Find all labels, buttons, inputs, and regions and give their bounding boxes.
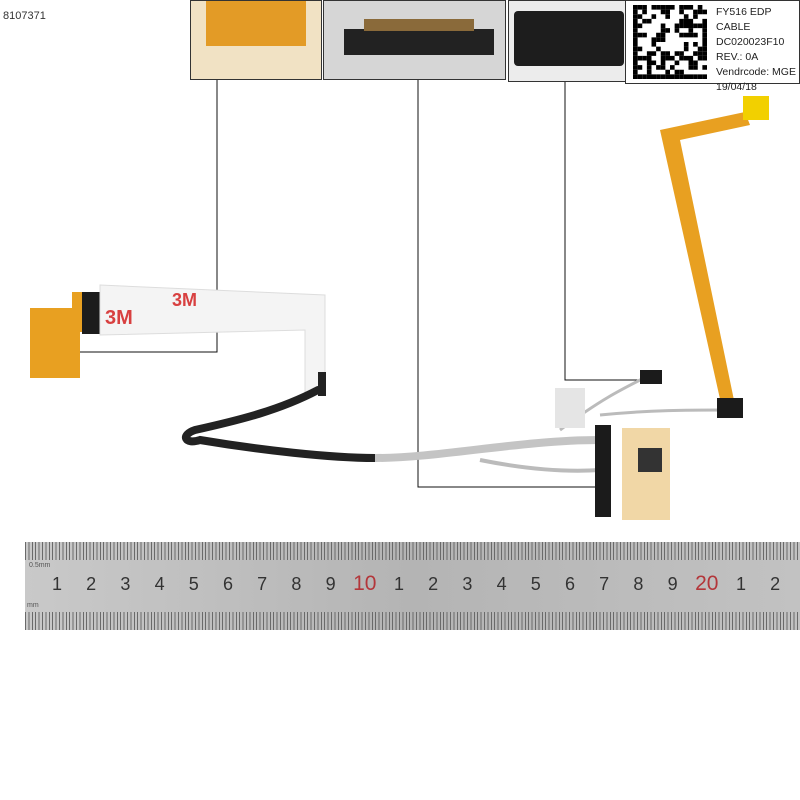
ruler-number: 8 bbox=[291, 574, 302, 594]
ruler-number: 2 bbox=[770, 574, 781, 594]
inset-board-connector bbox=[323, 0, 506, 80]
tape-logo: 3M bbox=[105, 307, 133, 329]
label-line: Vendrcode: MGE bbox=[716, 66, 796, 78]
ruler-number: 2 bbox=[428, 574, 439, 594]
ruler-number: 5 bbox=[530, 574, 541, 594]
label-line: 19/04/18 bbox=[716, 81, 757, 93]
ruler-number: 6 bbox=[564, 574, 576, 594]
ruler-number: 3 bbox=[462, 574, 473, 594]
ruler-number: 10 bbox=[353, 572, 377, 595]
ruler-unit-top: 0.5mm bbox=[29, 562, 51, 569]
datamatrix-code bbox=[633, 5, 707, 79]
ruler-number: 4 bbox=[496, 574, 507, 594]
label-line: REV.: 0A bbox=[716, 51, 759, 63]
ruler-number: 1 bbox=[393, 574, 405, 594]
ruler-number: 1 bbox=[51, 574, 63, 594]
ruler-number: 8 bbox=[633, 574, 644, 594]
ruler-number: 4 bbox=[154, 574, 165, 594]
lcd-flex-connector bbox=[30, 308, 80, 378]
ruler-number: 9 bbox=[667, 574, 678, 594]
cable-illustration: 3M 3M bbox=[30, 80, 769, 520]
callout-lines bbox=[35, 80, 640, 488]
inset-lcd-connector bbox=[190, 0, 322, 80]
label-line: DC020023F10 bbox=[716, 36, 785, 48]
ruler-number: 9 bbox=[325, 574, 336, 594]
ruler-number: 20 bbox=[695, 572, 719, 595]
ruler-number: 2 bbox=[86, 574, 97, 594]
product-label: FY516 EDP CABLE DC020023F10 REV.: 0A Ven… bbox=[625, 0, 800, 93]
ruler-number: 1 bbox=[735, 574, 747, 594]
ruler-number: 3 bbox=[120, 574, 131, 594]
ruler-number: 5 bbox=[188, 574, 199, 594]
ruler-number: 6 bbox=[222, 574, 234, 594]
ruler-number: 7 bbox=[599, 574, 610, 594]
ruler-number: 7 bbox=[257, 574, 268, 594]
inset-small-connector bbox=[508, 0, 626, 82]
label-line: FY516 EDP CABLE bbox=[716, 6, 772, 33]
sku-number: 8107371 bbox=[3, 10, 46, 22]
ruler: 0.5mm mm 1 2 3 4 5 6 7 8 9 10 1 2 3 4 5 6 7 8 9 20 1 2 bbox=[25, 542, 800, 630]
ruler-unit-bottom: mm bbox=[27, 602, 39, 609]
tape-logo: 3M bbox=[172, 290, 197, 310]
